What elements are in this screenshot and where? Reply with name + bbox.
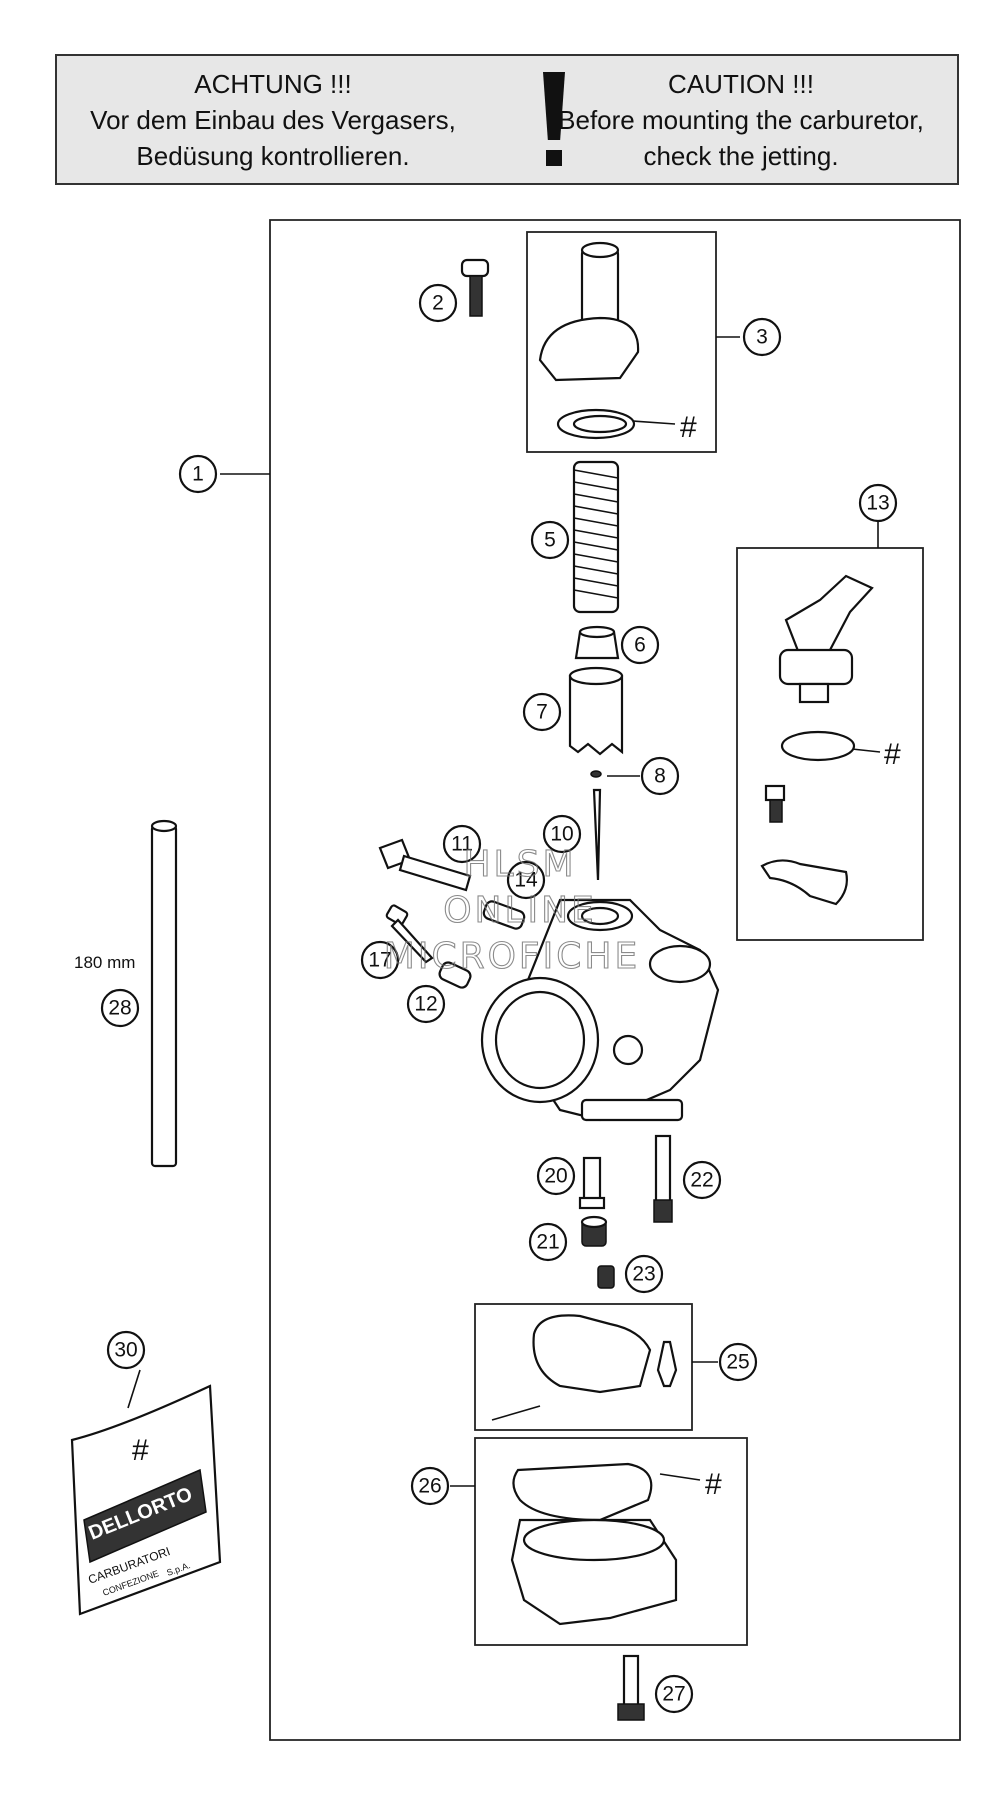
svg-text:22: 22 [690,1169,713,1192]
jet-part-22 [653,1134,673,1223]
spring-part-5 [572,460,620,614]
svg-text:10: 10 [550,823,573,846]
caution-german-line-1: ACHTUNG !!! [194,69,352,99]
callout-5: 5 [530,520,570,560]
svg-text:28: 28 [108,997,131,1020]
exclamation-icon [543,72,565,170]
svg-text:3: 3 [756,326,768,349]
float-part-25 [491,1314,678,1421]
callout-25: 25 [718,1342,758,1382]
svg-text:6: 6 [634,634,646,657]
svg-text:23: 23 [632,1263,655,1286]
jet-kit-bag-part-30 [70,1384,222,1616]
svg-text:2: 2 [432,292,444,315]
subframe-3 [526,231,717,453]
callout-27: 27 [654,1674,694,1714]
callout-23: 23 [624,1254,664,1294]
svg-text:25: 25 [726,1351,749,1374]
hose-part-28 [150,819,178,1168]
callout-17: 17 [360,940,400,980]
choke-part-13 [760,574,874,906]
svg-text:5: 5 [544,529,556,552]
idle-screw-part-11 [378,838,472,892]
spring-seat-part-6 [574,625,620,660]
svg-text:20: 20 [544,1165,567,1188]
callout-11: 11 [442,824,482,864]
callout-8: 8 [640,756,680,796]
callout-10: 10 [542,814,582,854]
jet-needle-part-10 [592,788,602,881]
svg-text:8: 8 [654,765,666,788]
hash-mark-3: # [680,411,697,444]
svg-text:1: 1 [192,463,204,486]
callout-2: 2 [418,283,458,323]
svg-text:7: 7 [536,701,548,724]
throttle-slide-part-7 [568,666,624,756]
callout-7: 7 [522,692,562,732]
caution-english: CAUTION !!! Before mounting the carburet… [531,66,951,174]
hash-mark-13: # [884,738,901,771]
idle-jet-part-23 [597,1265,615,1289]
svg-text:27: 27 [662,1683,685,1706]
callout-1: 1 [178,454,218,494]
callout-28: 28 [100,988,140,1028]
hash-mark-30: # [132,1434,149,1467]
subframe-13 [736,547,924,941]
caution-german-line-3: Bedüsung kontrollieren. [136,141,410,171]
svg-text:13: 13 [866,492,889,515]
float-bowl-part-26 [510,1462,678,1626]
caution-english-line-1: CAUTION !!! [668,69,814,99]
leader-30 [127,1369,141,1409]
callout-14: 14 [506,860,546,900]
caution-german: ACHTUNG !!! Vor dem Einbau des Vergasers… [63,66,483,174]
leader-26-hash [659,1473,701,1481]
svg-text:11: 11 [451,833,473,856]
subframe-25 [474,1303,693,1431]
caution-english-line-2: Before mounting the carburetor, [558,105,924,135]
callout-6: 6 [620,625,660,665]
callout-3: 3 [742,317,782,357]
caution-english-line-3: check the jetting. [643,141,839,171]
emulsion-tube-part-20 [578,1156,606,1210]
main-assembly-frame [269,219,961,1741]
main-jet-part-21 [580,1215,608,1247]
carb-cover-part-3 [538,241,640,440]
watermark-line-1: HLSM [463,844,576,885]
bolt-part-27 [617,1654,645,1721]
callout-22: 22 [682,1160,722,1200]
watermark: HLSM ONLINE MICROFICHE [383,843,640,977]
callout-13: 13 [858,483,898,523]
carburetor-body [480,898,720,1122]
callout-12: 12 [406,984,446,1024]
spring-part-12 [438,961,472,989]
svg-text:26: 26 [418,1475,441,1498]
svg-text:12: 12 [414,993,437,1016]
caution-german-line-2: Vor dem Einbau des Vergasers, [90,105,456,135]
watermark-line-3: MICROFICHE [384,936,640,977]
leader-3-hash [632,420,676,425]
svg-text:14: 14 [514,869,538,892]
svg-text:21: 21 [536,1231,559,1254]
needle-clip-part-8 [590,770,602,778]
leader-13-hash [851,748,881,753]
hose-length-label: 180 mm [74,953,135,972]
svg-text:30: 30 [114,1339,137,1362]
spring-part-14 [482,900,526,930]
caution-box: ACHTUNG !!! Vor dem Einbau des Vergasers… [55,54,959,185]
callout-20: 20 [536,1156,576,1196]
subframe-26 [474,1437,748,1646]
svg-text:17: 17 [368,949,391,972]
mixture-screw-part-17 [385,904,434,964]
screw-part-2 [460,258,490,317]
callout-26: 26 [410,1466,450,1506]
callout-21: 21 [528,1222,568,1262]
hash-mark-26: # [705,1468,722,1501]
watermark-line-2: ONLINE [443,890,597,931]
callout-30: 30 [106,1330,146,1370]
